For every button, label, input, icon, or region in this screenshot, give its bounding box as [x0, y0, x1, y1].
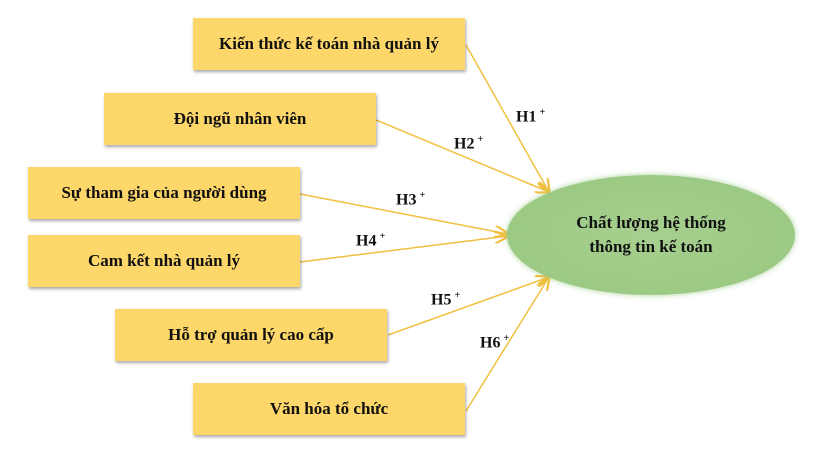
- hypothesis-sign: +: [539, 107, 546, 118]
- hypothesis-sign: +: [477, 134, 484, 145]
- hypothesis-id: H1: [516, 108, 537, 126]
- hypothesis-label-h1: H1+: [516, 107, 545, 126]
- arrow-h4: [299, 236, 508, 263]
- hypothesis-label-h4: H4+: [356, 231, 385, 250]
- factor-label: Đội ngũ nhân viên: [173, 109, 307, 128]
- factor-label: Văn hóa tổ chức: [269, 399, 389, 418]
- hypothesis-sign: +: [454, 290, 461, 301]
- arrow-h6: [465, 277, 549, 412]
- factor-box-6: Văn hóa tổ chức: [193, 383, 465, 435]
- arrow-h2: [375, 119, 549, 192]
- arrow-h5: [387, 277, 549, 336]
- hypothesis-id: H2: [454, 135, 475, 153]
- hypothesis-label-h5: H5+: [431, 290, 460, 309]
- factor-label: Kiến thức kế toán nhà quản lý: [219, 34, 439, 53]
- hypothesis-id: H4: [356, 232, 377, 250]
- factor-box-1: Kiến thức kế toán nhà quản lý: [193, 18, 465, 70]
- hypothesis-sign: +: [503, 333, 510, 344]
- hypothesis-id: H6: [480, 334, 501, 352]
- factor-label: Sự tham gia của người dùng: [61, 183, 267, 202]
- factor-box-3: Sự tham gia của người dùng: [28, 167, 300, 219]
- outcome-line-2: thông tin kế toán: [589, 237, 713, 256]
- factor-box-5: Hỗ trợ quản lý cao cấp: [115, 309, 387, 361]
- outcome-line-1: Chất lượng hệ thống: [576, 213, 726, 232]
- hypothesis-sign: +: [419, 190, 426, 201]
- arrow-h1: [465, 44, 549, 192]
- hypothesis-label-h2: H2+: [454, 134, 483, 153]
- factor-label: Cam kết nhà quản lý: [87, 251, 241, 270]
- arrow-h3: [299, 193, 508, 234]
- hypothesis-id: H5: [431, 291, 452, 309]
- hypothesis-id: H3: [396, 191, 417, 209]
- hypothesis-label-h3: H3+: [396, 190, 425, 209]
- hypothesis-sign: +: [379, 231, 386, 242]
- hypothesis-label-h6: H6+: [480, 333, 509, 352]
- factor-label: Hỗ trợ quản lý cao cấp: [168, 325, 334, 344]
- outcome-ellipse: Chất lượng hệ thống thông tin kế toán: [507, 175, 795, 295]
- factor-box-2: Đội ngũ nhân viên: [104, 93, 376, 145]
- factor-box-4: Cam kết nhà quản lý: [28, 235, 300, 287]
